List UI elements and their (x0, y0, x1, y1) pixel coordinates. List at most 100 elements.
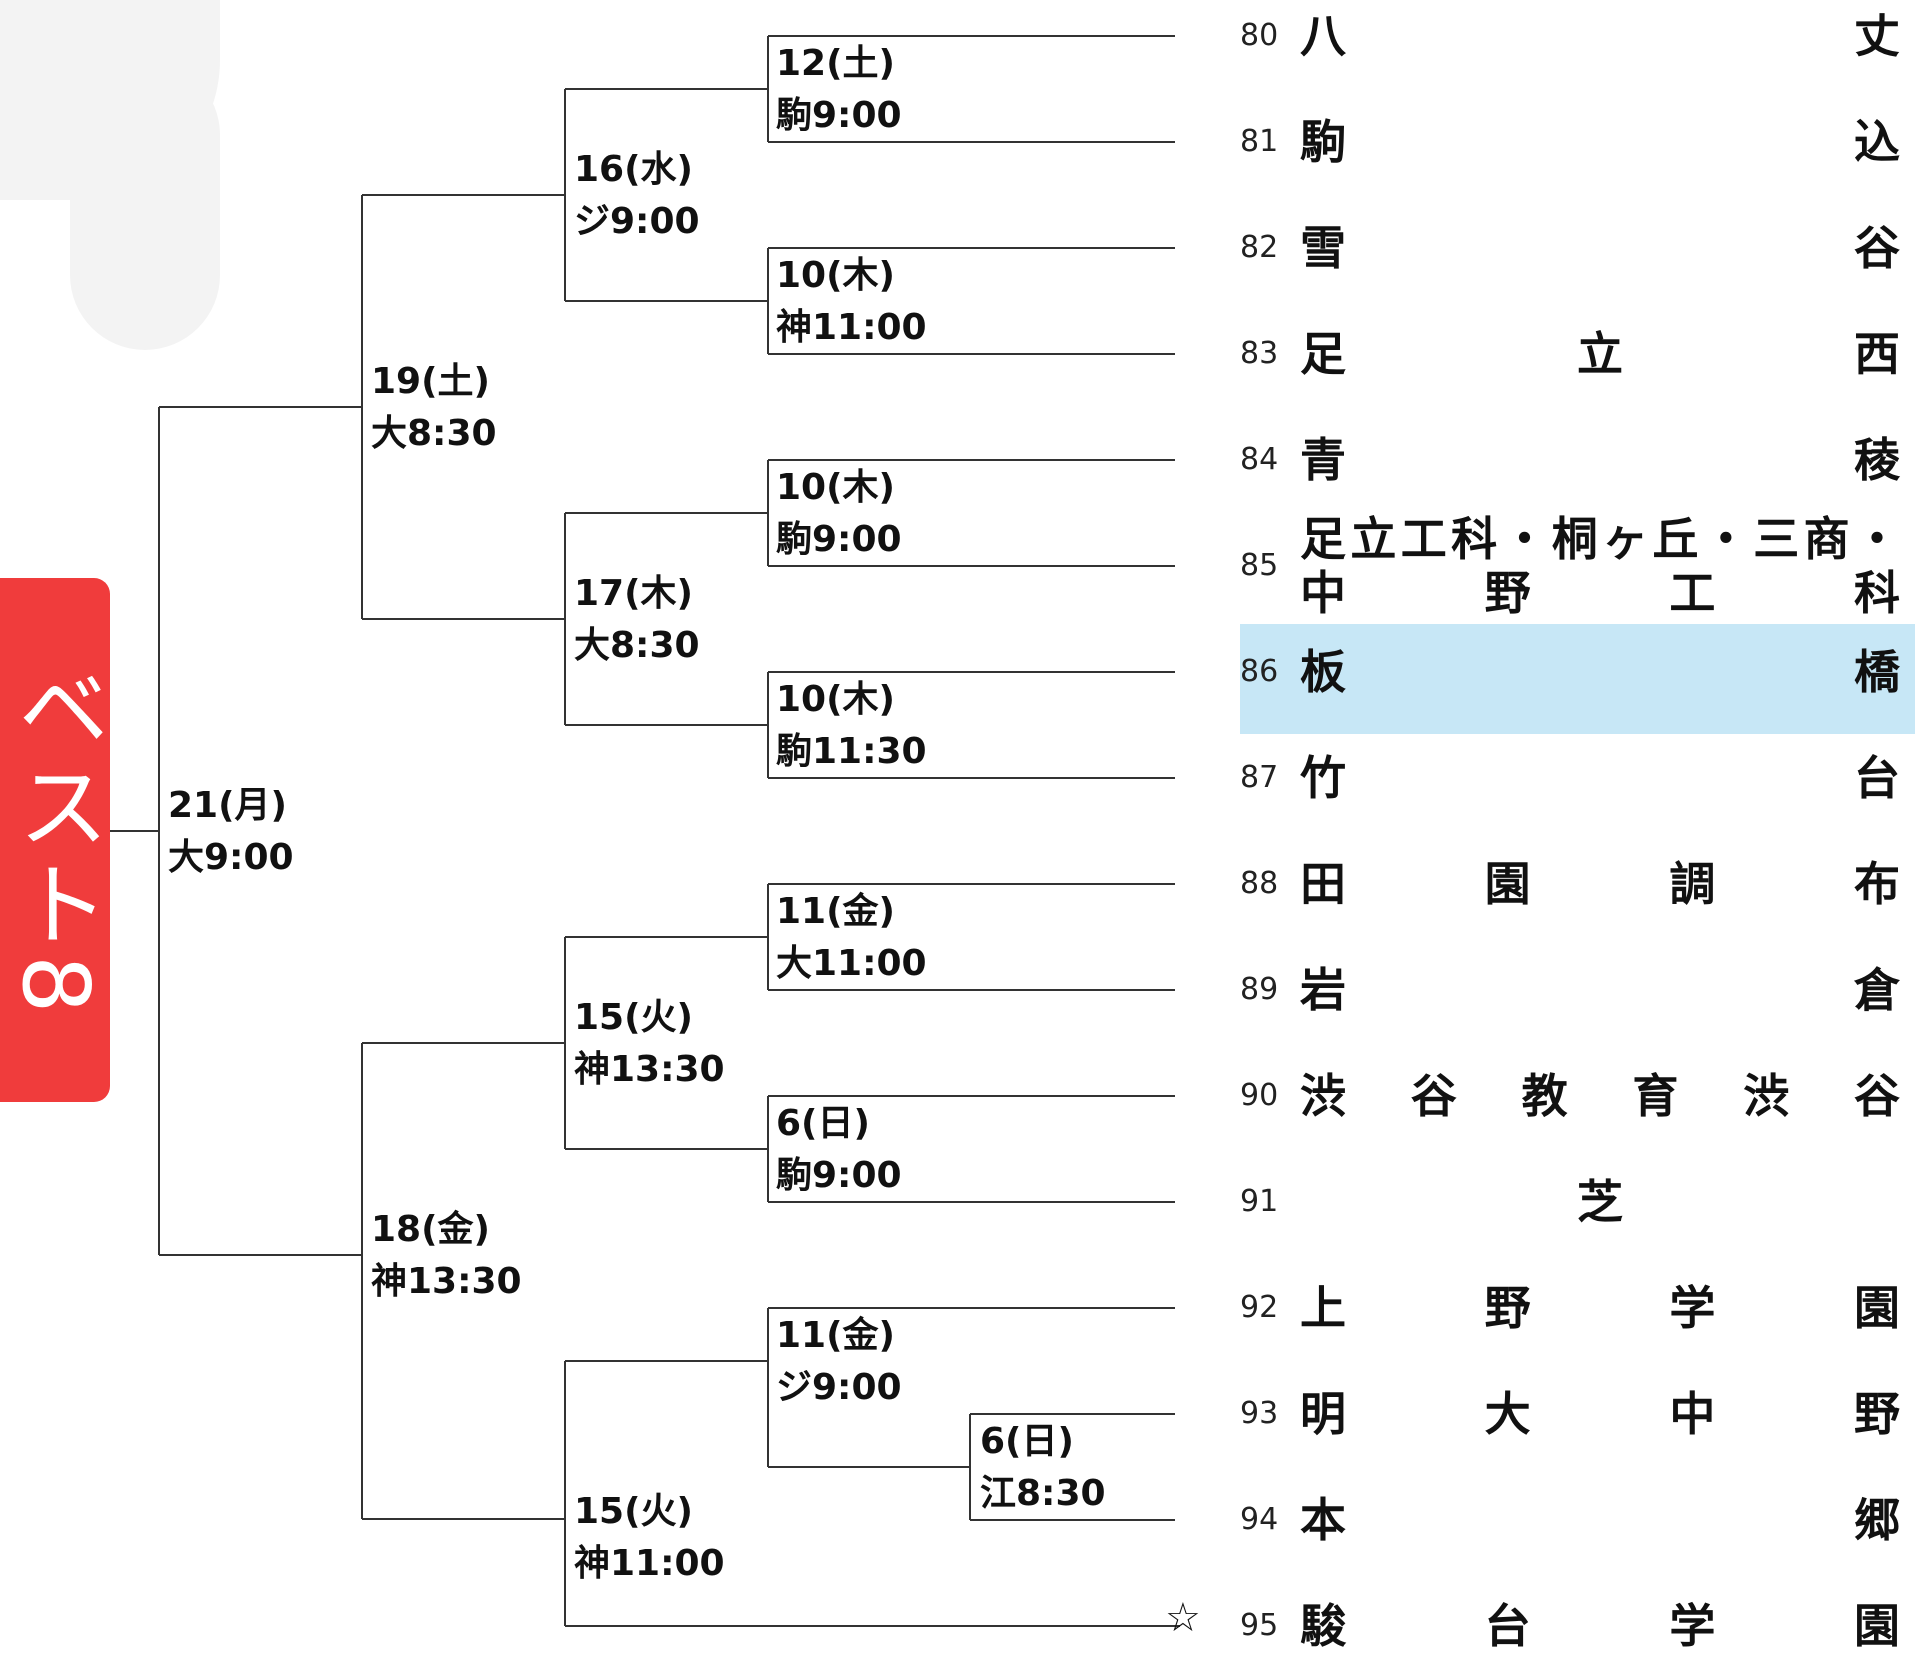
match-label-18-fri: 18(金)神13:30 (371, 1209, 522, 1302)
team-name: 竹台 (1300, 751, 1900, 805)
team-name-char: 明 (1300, 1387, 1346, 1441)
team-number: 80 (1240, 18, 1279, 53)
best8-label-text: ベスト8 (2, 660, 109, 1020)
team-name-char: 谷 (1410, 1069, 1457, 1123)
team-name-char: 丈 (1854, 9, 1900, 63)
team-name-char: 雪 (1300, 221, 1346, 275)
team-name: 田園調布 (1300, 857, 1900, 911)
team-number: 91 (1240, 1184, 1279, 1219)
team-name-char: 園 (1484, 857, 1531, 911)
match-label-6-sun-b: 6(日)江8:30 (980, 1421, 1106, 1514)
team-name-char: 足 (1300, 327, 1346, 381)
team-name-char: 渋 (1300, 1069, 1346, 1123)
team-name-char: 駿 (1300, 1599, 1346, 1653)
match-label-19-sat: 19(土)大8:30 (371, 361, 497, 454)
team-name-char: 上 (1300, 1281, 1346, 1335)
team-name-char: 台 (1854, 751, 1900, 805)
background-smudge (70, 60, 220, 350)
team-name-char: 三 (1753, 512, 1800, 566)
team-name-char: 中 (1669, 1387, 1716, 1441)
team-name-char: 郷 (1854, 1493, 1900, 1547)
team-name: 雪谷 (1300, 221, 1900, 275)
team-name-char: 商 (1803, 512, 1850, 566)
bracket-line-group (110, 35, 1180, 1627)
match-label-21-mon: 21(月)大9:00 (168, 785, 294, 878)
team-name-char: 谷 (1853, 1069, 1900, 1123)
team-name: 芝 (1300, 1175, 1900, 1229)
team-name-char: 学 (1669, 1599, 1716, 1653)
team-name: 上野学園 (1300, 1281, 1900, 1335)
team-name: 岩倉 (1300, 963, 1900, 1017)
team-name: 本郷 (1300, 1493, 1900, 1547)
team-name-char: 台 (1484, 1599, 1531, 1653)
team-name-char: 科 (1853, 566, 1900, 620)
team-name-char: 駒 (1300, 115, 1346, 169)
team-name-char: 大 (1484, 1387, 1531, 1441)
team-name-char: 足 (1300, 512, 1346, 566)
team-name-char: 田 (1300, 857, 1346, 911)
team-name-char: 板 (1300, 645, 1346, 699)
team-name-char: 渋 (1743, 1069, 1790, 1123)
team-number: 86 (1240, 654, 1279, 689)
team-name-char: 育 (1632, 1069, 1679, 1123)
team-number: 81 (1240, 124, 1279, 159)
team-name-char: 芝 (1577, 1175, 1623, 1229)
team-name-char: 込 (1854, 115, 1900, 169)
team-name-char: 中 (1300, 566, 1346, 620)
team-name-char: 野 (1484, 1281, 1531, 1335)
team-name-line: 中野工科 (1300, 566, 1900, 620)
team-name: 青稜 (1300, 433, 1900, 487)
match-label-11-fri-a: 11(金)大11:00 (776, 891, 927, 984)
team-name-char: 橋 (1854, 645, 1900, 699)
team-number: 89 (1240, 972, 1279, 1007)
team-number: 85 (1240, 548, 1279, 583)
team-name-char: 学 (1669, 1281, 1716, 1335)
team-name: 駒込 (1300, 115, 1900, 169)
team-name-char: 谷 (1854, 221, 1900, 275)
team-name: 駿台学園 (1300, 1599, 1900, 1653)
team-number: 83 (1240, 336, 1279, 371)
team-number: 90 (1240, 1078, 1279, 1113)
team-name: 板橋 (1300, 645, 1900, 699)
best8-label: ベスト8 (0, 578, 110, 1102)
team-name-char: 園 (1853, 1599, 1900, 1653)
team-number: 95 (1240, 1608, 1279, 1643)
team-name-char: 工 (1400, 512, 1447, 566)
team-name-char: 稜 (1854, 433, 1900, 487)
team-number: 87 (1240, 760, 1279, 795)
team-name: 足立西 (1300, 327, 1900, 381)
team-name-char: 本 (1300, 1493, 1346, 1547)
team-name-char: 教 (1521, 1069, 1568, 1123)
match-label-16-wed: 16(水)ジ9:00 (574, 149, 700, 242)
team-name-char: 布 (1853, 857, 1900, 911)
team-name-char: 西 (1854, 327, 1900, 381)
team-name-char: 丘 (1652, 512, 1699, 566)
team-name: 足立工科・桐ヶ丘・三商・中野工科 (1300, 512, 1900, 620)
team-number: 82 (1240, 230, 1279, 265)
match-label-12-sat: 12(土)駒9:00 (776, 43, 902, 136)
team-name-char: 桐 (1551, 512, 1598, 566)
team-name-char: 調 (1669, 857, 1716, 911)
team-name-char: 青 (1300, 433, 1346, 487)
team-name-char: 科 (1451, 512, 1498, 566)
match-label-17-thu: 17(木)大8:30 (574, 573, 700, 666)
team-name-char: ・ (1702, 512, 1749, 566)
team-number: 93 (1240, 1396, 1279, 1431)
match-label-15-tue-b: 15(火)神11:00 (574, 1491, 725, 1584)
match-label-6-sun-a: 6(日)駒9:00 (776, 1103, 902, 1196)
team-number: 88 (1240, 866, 1279, 901)
match-label-10-thu-a: 10(木)神11:00 (776, 255, 927, 348)
match-label-10-thu-c: 10(木)駒11:30 (776, 679, 927, 772)
team-name-char: 立 (1350, 512, 1397, 566)
team-name-char: 園 (1853, 1281, 1900, 1335)
team-number: 92 (1240, 1290, 1279, 1325)
team-highlight-86 (1240, 624, 1915, 734)
team-name: 明大中野 (1300, 1387, 1900, 1441)
match-label-10-thu-b: 10(木)駒9:00 (776, 467, 902, 560)
team-number: 84 (1240, 442, 1279, 477)
team-name-char: 竹 (1300, 751, 1346, 805)
match-label-15-tue-a: 15(火)神13:30 (574, 997, 725, 1090)
team-name-char: 倉 (1854, 963, 1900, 1017)
